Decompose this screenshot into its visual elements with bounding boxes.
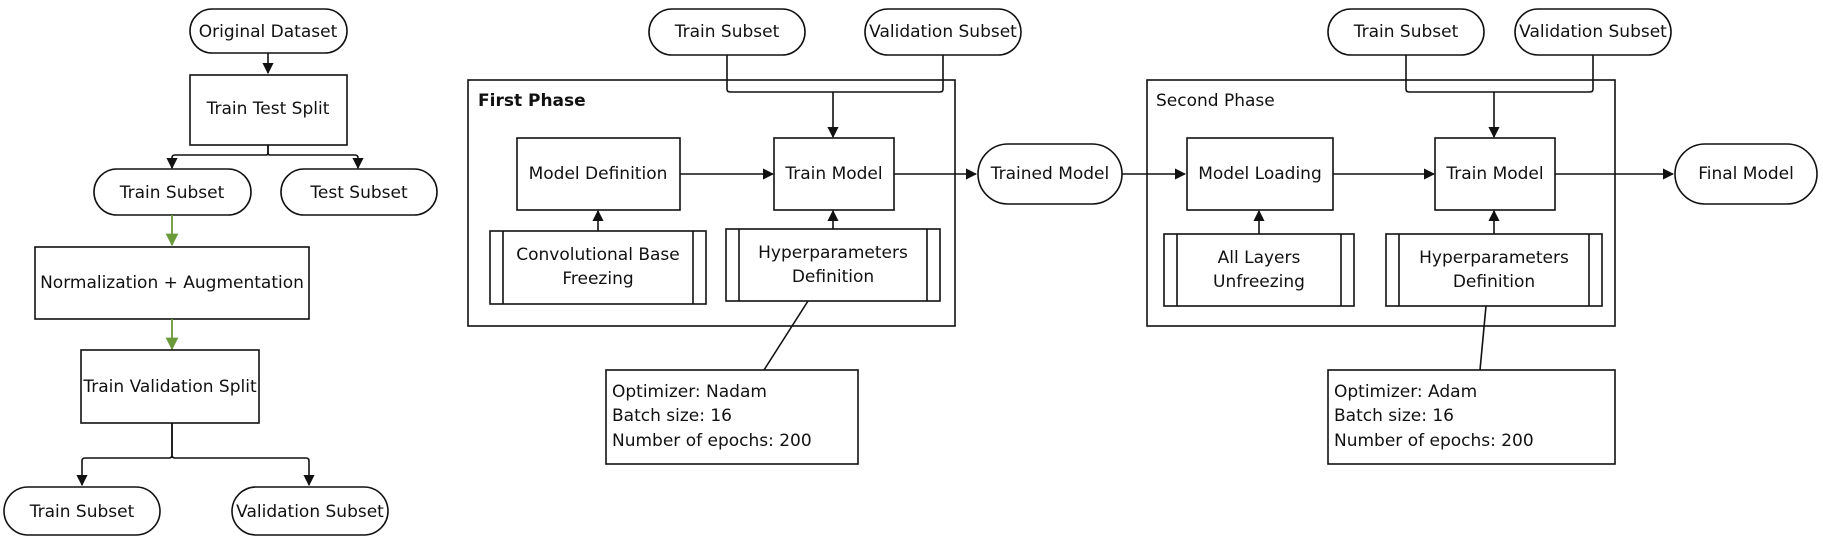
- train-test-split-label: Train Test Split: [206, 99, 330, 119]
- sp-setting-batch: Batch size: 16: [1334, 406, 1454, 426]
- validation-subset-node: Validation Subset: [231, 486, 389, 536]
- normalization-augmentation-node: Normalization + Augmentation: [34, 246, 310, 320]
- first-phase-title: First Phase: [478, 91, 586, 111]
- original-dataset-node: Original Dataset: [189, 8, 348, 54]
- train-validation-split-node: Train Validation Split: [80, 349, 260, 424]
- fp-hyperparameters-node: Hyperparameters Definition: [725, 228, 941, 302]
- train-subset-node-2: Train Subset: [3, 486, 161, 536]
- fp-train-subset-node: Train Subset: [648, 8, 806, 56]
- fp-train-subset-label: Train Subset: [674, 22, 780, 42]
- fp-validation-subset-node: Validation Subset: [864, 8, 1022, 56]
- trained-model-label: Trained Model: [990, 164, 1110, 184]
- model-definition-label: Model Definition: [529, 164, 668, 184]
- model-definition-node: Model Definition: [516, 137, 681, 211]
- edge-split-to-train: [166, 145, 269, 170]
- sp-setting-optimizer: Optimizer: Adam: [1334, 382, 1477, 402]
- sp-settings-note: Optimizer: Adam Batch size: 16 Number of…: [1327, 369, 1616, 465]
- final-model-label: Final Model: [1698, 164, 1794, 184]
- sp-settings-connector: [1479, 305, 1487, 371]
- validation-subset-label: Validation Subset: [236, 502, 384, 522]
- test-subset-node: Test Subset: [280, 168, 438, 216]
- second-phase-frame: [1146, 79, 1616, 327]
- first-phase-frame: [467, 79, 956, 327]
- trained-model-node: Trained Model: [977, 143, 1123, 205]
- sp-train-subset-label: Train Subset: [1353, 22, 1459, 42]
- fp-validation-subset-label: Validation Subset: [869, 22, 1017, 42]
- sp-setting-epochs: Number of epochs: 200: [1334, 431, 1534, 451]
- train-validation-split-label: Train Validation Split: [82, 377, 257, 397]
- fp-setting-optimizer: Optimizer: Nadam: [612, 382, 767, 402]
- test-subset-label: Test Subset: [309, 183, 408, 203]
- sp-train-subset-node: Train Subset: [1327, 8, 1485, 56]
- fp-setting-epochs: Number of epochs: 200: [612, 431, 812, 451]
- sp-validation-subset-node: Validation Subset: [1514, 8, 1672, 56]
- sp-train-model-label: Train Model: [1445, 164, 1543, 184]
- normalization-augmentation-label: Normalization + Augmentation: [40, 273, 304, 293]
- sp-validation-subset-label: Validation Subset: [1519, 22, 1667, 42]
- fp-settings-connector: [763, 300, 809, 371]
- second-phase-title: Second Phase: [1156, 91, 1275, 111]
- sp-hyperparameters-line2: Definition: [1453, 272, 1535, 292]
- edge-val-split-to-train: [76, 423, 173, 487]
- sp-train-model-node: Train Model: [1434, 137, 1556, 211]
- original-dataset-label: Original Dataset: [199, 22, 338, 42]
- train-subset-label-2: Train Subset: [29, 502, 135, 522]
- conv-base-freezing-node: Convolutional Base Freezing: [489, 230, 707, 305]
- all-layers-unfreezing-line2: Unfreezing: [1213, 272, 1305, 292]
- train-test-split-node: Train Test Split: [189, 74, 348, 146]
- all-layers-unfreezing-node: All Layers Unfreezing: [1163, 233, 1355, 307]
- edge-val-split-to-validation: [171, 423, 315, 487]
- edge-split-to-test: [267, 145, 364, 170]
- train-subset-label-1: Train Subset: [119, 183, 225, 203]
- fp-hyperparameters-line1: Hyperparameters: [758, 243, 908, 263]
- conv-base-freezing-line1: Convolutional Base: [516, 245, 680, 265]
- sp-hyperparameters-line1: Hyperparameters: [1419, 248, 1569, 268]
- train-subset-node-1: Train Subset: [93, 168, 252, 216]
- fp-settings-note: Optimizer: Nadam Batch size: 16 Number o…: [605, 369, 859, 465]
- fp-setting-batch: Batch size: 16: [612, 406, 732, 426]
- model-loading-label: Model Loading: [1198, 164, 1322, 184]
- conv-base-freezing-line2: Freezing: [562, 269, 633, 289]
- final-model-node: Final Model: [1674, 143, 1818, 205]
- all-layers-unfreezing-line1: All Layers: [1218, 248, 1301, 268]
- edge-fp-subsets-merge: [726, 55, 944, 93]
- fp-train-model-label: Train Model: [784, 164, 882, 184]
- fp-train-model-node: Train Model: [773, 137, 895, 211]
- fp-hyperparameters-line2: Definition: [792, 267, 874, 287]
- model-loading-node: Model Loading: [1186, 137, 1334, 211]
- edge-sp-subsets-merge: [1405, 55, 1594, 93]
- sp-hyperparameters-node: Hyperparameters Definition: [1385, 233, 1603, 307]
